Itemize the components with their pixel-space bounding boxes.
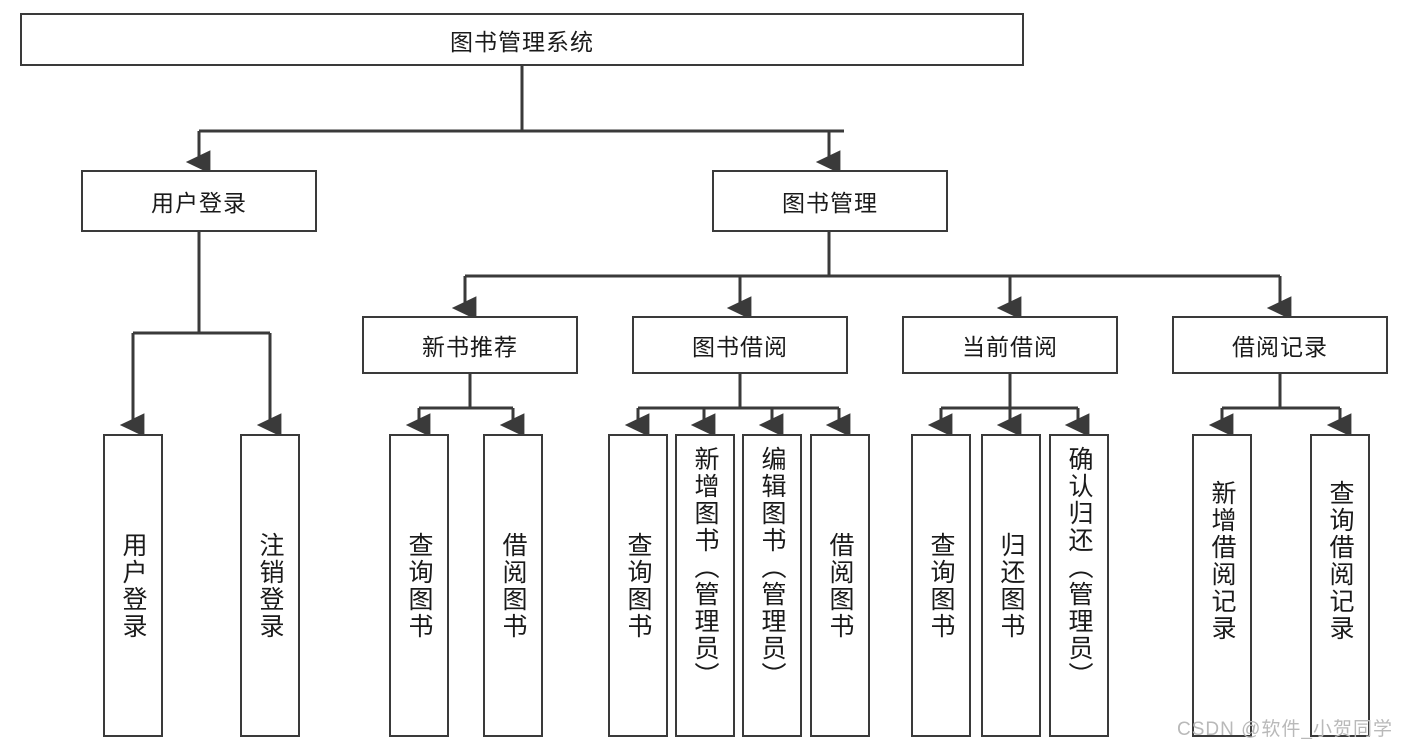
node-new-book-recommend[interactable]: 新书推荐 [362,316,578,374]
leaf-label: 归还图书 [997,532,1025,640]
leaf-new-book-query[interactable]: 查询图书 [389,434,449,737]
node-root-label: 图书管理系统 [450,28,594,55]
leaf-new-book-borrow[interactable]: 借阅图书 [483,434,543,737]
node-new-book-recommend-label: 新书推荐 [422,334,518,360]
node-user-login-label: 用户登录 [151,190,247,216]
leaf-user-login-logout[interactable]: 注销登录 [240,434,300,737]
leaf-label: 查询借阅记录 [1326,480,1354,642]
leaf-label: 确认归还（管理员） [1065,446,1093,689]
leaf-label: 用户登录 [119,532,147,640]
node-root[interactable]: 图书管理系统 [20,13,1024,66]
leaf-record-add[interactable]: 新增借阅记录 [1192,434,1252,737]
node-borrow-record[interactable]: 借阅记录 [1172,316,1388,374]
leaf-current-return-book[interactable]: 归还图书 [981,434,1041,737]
leaf-label: 新增图书（管理员） [691,446,719,689]
node-book-borrow[interactable]: 图书借阅 [632,316,848,374]
leaf-borrow-edit-book[interactable]: 编辑图书（管理员） [742,434,802,737]
node-user-login[interactable]: 用户登录 [81,170,317,232]
leaf-label: 查询图书 [624,532,652,640]
leaf-label: 借阅图书 [499,532,527,640]
leaf-label: 借阅图书 [826,532,854,640]
leaf-current-query-book[interactable]: 查询图书 [911,434,971,737]
leaf-borrow-borrow-book[interactable]: 借阅图书 [810,434,870,737]
leaf-label: 查询图书 [405,532,433,640]
leaf-label: 注销登录 [256,532,284,640]
node-book-management[interactable]: 图书管理 [712,170,948,232]
node-current-borrow-label: 当前借阅 [962,334,1058,360]
node-book-management-label: 图书管理 [782,190,878,216]
node-borrow-record-label: 借阅记录 [1232,334,1328,360]
leaf-borrow-query-book[interactable]: 查询图书 [608,434,668,737]
leaf-label: 编辑图书（管理员） [758,446,786,689]
leaf-label: 查询图书 [927,532,955,640]
leaf-record-query[interactable]: 查询借阅记录 [1310,434,1370,737]
leaf-current-confirm-return[interactable]: 确认归还（管理员） [1049,434,1109,737]
leaf-user-login-login[interactable]: 用户登录 [103,434,163,737]
node-book-borrow-label: 图书借阅 [692,334,788,360]
leaf-borrow-add-book[interactable]: 新增图书（管理员） [675,434,735,737]
node-current-borrow[interactable]: 当前借阅 [902,316,1118,374]
leaf-label: 新增借阅记录 [1208,480,1236,642]
